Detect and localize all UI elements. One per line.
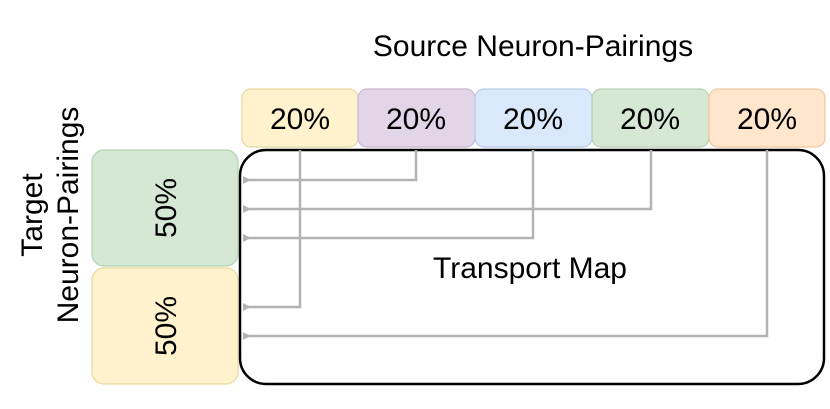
source-label: Source Neuron-Pairings [373,30,693,63]
source-boxes: 20% 20% 20% 20% 20% [241,88,826,148]
transport-map-label: Transport Map [433,252,627,285]
transport-arrows [243,150,769,340]
arrow-source1-to-target2 [243,150,302,311]
target-label: Target Neuron-Pairings [16,107,85,324]
target-label-line1: Target [16,173,49,257]
source-box-4: 20% [591,88,710,148]
source-box-5-value: 20% [737,103,797,136]
target-label-line2: Neuron-Pairings [52,107,85,324]
source-box-1-value: 20% [270,103,330,136]
target-box-2-value: 50% [150,296,183,356]
source-box-2-value: 20% [386,103,446,136]
arrow-source4-to-target1 [243,150,653,213]
target-boxes: 50% 50% [91,149,239,385]
source-box-5: 20% [708,88,826,148]
target-box-1: 50% [91,149,239,267]
arrow-source3-to-target1 [243,150,535,242]
source-box-3: 20% [474,88,593,148]
source-box-4-value: 20% [620,103,680,136]
target-box-2: 50% [91,267,239,385]
arrow-source2-to-target1 [243,150,418,184]
source-box-2: 20% [357,88,476,148]
source-box-3-value: 20% [503,103,563,136]
target-box-1-value: 50% [150,178,183,238]
source-box-1: 20% [241,88,359,148]
arrow-source5-to-target2 [243,150,769,340]
